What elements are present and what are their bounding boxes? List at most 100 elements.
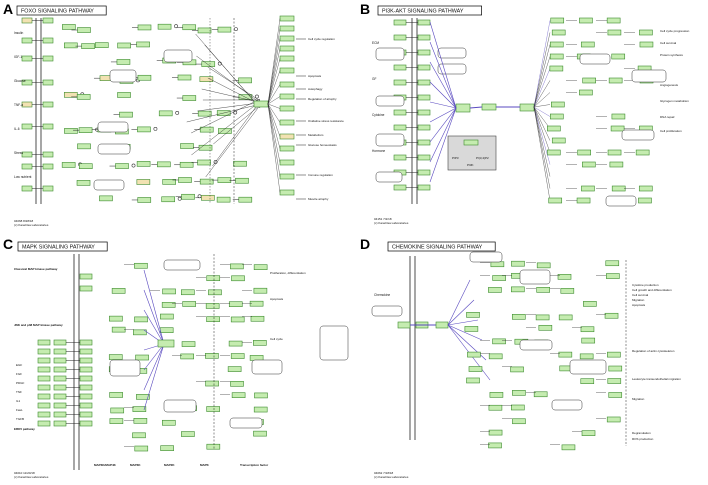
edge <box>267 103 281 109</box>
edge <box>429 61 457 109</box>
input-label: Insulin <box>14 31 23 35</box>
gene-box <box>162 179 176 185</box>
gene-box <box>208 289 222 296</box>
input-label: IGF-1 <box>14 55 22 59</box>
gene-box <box>488 442 502 449</box>
panel-a-title: FOXO SIGNALING PATHWAY <box>21 9 94 15</box>
input-label: GF <box>372 77 376 81</box>
edge <box>533 106 551 189</box>
gene-box <box>177 74 192 81</box>
gene-box <box>393 124 407 131</box>
process-box <box>109 69 137 83</box>
gene-box <box>199 76 214 82</box>
gene-box <box>181 289 195 296</box>
gene-box <box>180 353 194 360</box>
output-label: Regulation of atrophy <box>308 97 337 101</box>
edge <box>533 106 551 153</box>
gene-box <box>205 380 219 387</box>
gene-box <box>206 316 220 322</box>
edge <box>533 104 551 108</box>
gene-box <box>393 109 407 116</box>
bottom-label: MAP3K <box>130 463 141 467</box>
gene-box <box>228 340 243 347</box>
gene-box <box>435 321 449 329</box>
output-label: Metabolism <box>308 133 324 137</box>
gene-box <box>137 197 152 203</box>
edge <box>267 96 281 105</box>
gene-box <box>77 143 91 150</box>
edge <box>533 106 551 201</box>
panel-d-footer: 04062 7/18/18 <box>374 471 394 475</box>
gene-box <box>551 101 565 108</box>
edge <box>533 106 551 117</box>
gene-box <box>110 407 125 414</box>
process-box <box>109 359 141 377</box>
gene-box <box>78 163 93 169</box>
process-box <box>375 133 405 147</box>
edge <box>143 343 165 371</box>
gene-box <box>53 366 67 373</box>
gene-box <box>607 378 622 384</box>
edge <box>267 58 281 105</box>
edge <box>447 279 471 326</box>
gene-box <box>79 393 93 400</box>
bottom-label: MAPK <box>200 463 210 467</box>
gene-box <box>134 316 148 323</box>
gene-box <box>79 357 93 364</box>
bottom-label: MAP3K/MAP4K <box>94 463 117 467</box>
gene-box <box>53 357 67 364</box>
gene-box <box>21 185 33 192</box>
gene-box <box>512 418 526 425</box>
gene-box <box>79 384 93 391</box>
foxo-pathway-diagram: FOXO SIGNALING PATHWAYInsulinIGF-1Glucos… <box>14 4 350 230</box>
title-box <box>17 241 108 252</box>
gene-box <box>253 430 267 437</box>
process-box <box>163 259 201 271</box>
gene-box <box>393 34 407 41</box>
gene-box <box>604 312 619 319</box>
gene-box <box>579 353 594 360</box>
gene-box <box>135 354 149 361</box>
edge <box>429 101 457 109</box>
edge <box>143 269 165 345</box>
gene-box <box>551 29 566 36</box>
gene-box <box>608 365 623 372</box>
compound-node <box>153 126 158 131</box>
gene-box <box>63 92 78 98</box>
edge <box>429 21 457 109</box>
gene-box <box>481 103 497 111</box>
gene-box <box>466 377 480 384</box>
gene-box <box>417 124 431 131</box>
gene-box <box>279 173 295 180</box>
gene-box <box>582 161 596 168</box>
panel-letter-d: D <box>360 236 371 252</box>
gene-box <box>109 392 123 398</box>
gene-box <box>79 339 93 346</box>
bottom-label: Transcription factor <box>240 463 269 467</box>
gene-box <box>463 139 479 146</box>
edge <box>267 103 281 123</box>
gene-box <box>639 29 653 36</box>
process-box <box>93 179 125 191</box>
gene-box <box>549 53 564 60</box>
gene-box <box>136 161 151 167</box>
output-label: DNA repair <box>660 115 675 119</box>
gene-box <box>99 195 113 202</box>
gene-box <box>81 43 95 49</box>
gene-box <box>249 355 264 361</box>
edge <box>143 289 165 345</box>
gene-box <box>42 123 54 130</box>
gene-box <box>111 288 126 294</box>
gene-box <box>218 128 232 134</box>
gene-box <box>134 262 148 269</box>
gene-box <box>609 161 624 168</box>
panel-b-footer: 04151 7/2/18 <box>374 217 392 221</box>
gene-box <box>417 139 431 146</box>
gene-box <box>137 24 152 31</box>
process-box <box>605 195 637 207</box>
gene-box <box>551 137 566 144</box>
gene-box <box>64 128 78 134</box>
gene-box <box>161 196 175 203</box>
gene-box <box>279 93 295 100</box>
panel-c-title: MAPK SIGNALING PATHWAY <box>22 245 95 251</box>
